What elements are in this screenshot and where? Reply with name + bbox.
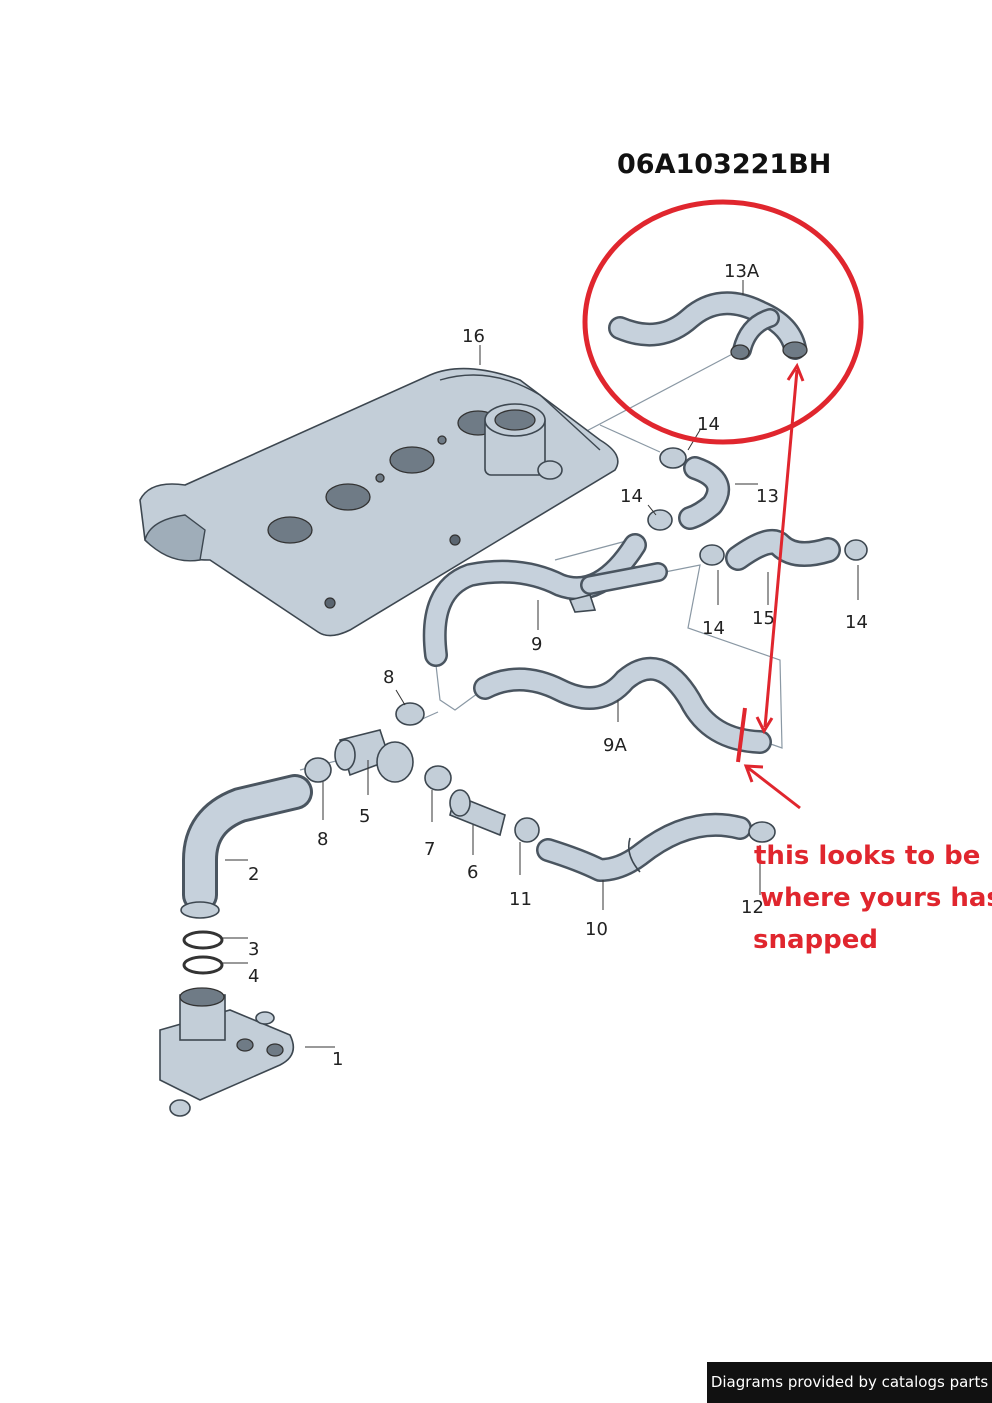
hose-15 xyxy=(725,529,841,571)
leader-lines xyxy=(222,280,859,1048)
label-9: 9 xyxy=(531,634,542,655)
label-14-right: 14 xyxy=(845,612,868,633)
highlight-circle xyxy=(582,199,864,445)
label-16: 16 xyxy=(462,326,485,347)
label-12: 12 xyxy=(741,897,764,918)
label-1: 1 xyxy=(332,1049,343,1070)
hose-9 xyxy=(422,533,668,667)
label-9a: 9A xyxy=(603,735,627,756)
annotation-line-1: this looks to be xyxy=(754,841,980,871)
label-7: 7 xyxy=(424,839,435,860)
arrowhead-up xyxy=(786,362,805,382)
label-13: 13 xyxy=(756,486,779,507)
label-13a: 13A xyxy=(724,261,760,282)
annotation-line-3: snapped xyxy=(753,925,878,955)
pointer-arrowhead xyxy=(743,764,764,783)
arrowhead-down xyxy=(755,716,774,735)
label-14-left: 14 xyxy=(702,618,725,639)
label-6: 6 xyxy=(467,862,478,883)
annotation-line-2: where yours has xyxy=(760,883,992,913)
double-arrow-line xyxy=(763,369,799,728)
label-3: 3 xyxy=(248,939,259,960)
housing-1 xyxy=(159,987,295,1117)
o-rings xyxy=(182,930,224,975)
label-4: 4 xyxy=(248,966,259,987)
pointer-arrow-line xyxy=(746,765,801,810)
red-annotation: this looks to be where yours has snapped xyxy=(582,199,992,955)
hose-9a xyxy=(473,656,772,754)
hose-clamps xyxy=(304,447,868,843)
snap-mark xyxy=(736,707,747,763)
hose-10 xyxy=(536,812,752,882)
label-15: 15 xyxy=(752,608,775,629)
label-8-bottom: 8 xyxy=(317,829,328,850)
label-5: 5 xyxy=(359,806,370,827)
label-14-mid: 14 xyxy=(620,486,643,507)
hose-2 xyxy=(180,774,313,919)
credit-banner: Diagrams provided by catalogs parts xyxy=(707,1362,992,1403)
hose-13a xyxy=(608,291,808,360)
label-10: 10 xyxy=(585,919,608,940)
connectors-5-6 xyxy=(334,729,506,837)
label-2: 2 xyxy=(248,864,259,885)
part-labels: 1 2 3 4 5 6 7 8 8 9 9A 10 11 12 13 13A 1… xyxy=(248,261,868,1070)
label-14-top: 14 xyxy=(697,414,720,435)
valve-cover xyxy=(139,367,619,637)
label-11: 11 xyxy=(509,889,532,910)
part-number-heading: 06A103221BH xyxy=(617,149,831,180)
label-8-top: 8 xyxy=(383,667,394,688)
hose-13 xyxy=(678,456,731,530)
